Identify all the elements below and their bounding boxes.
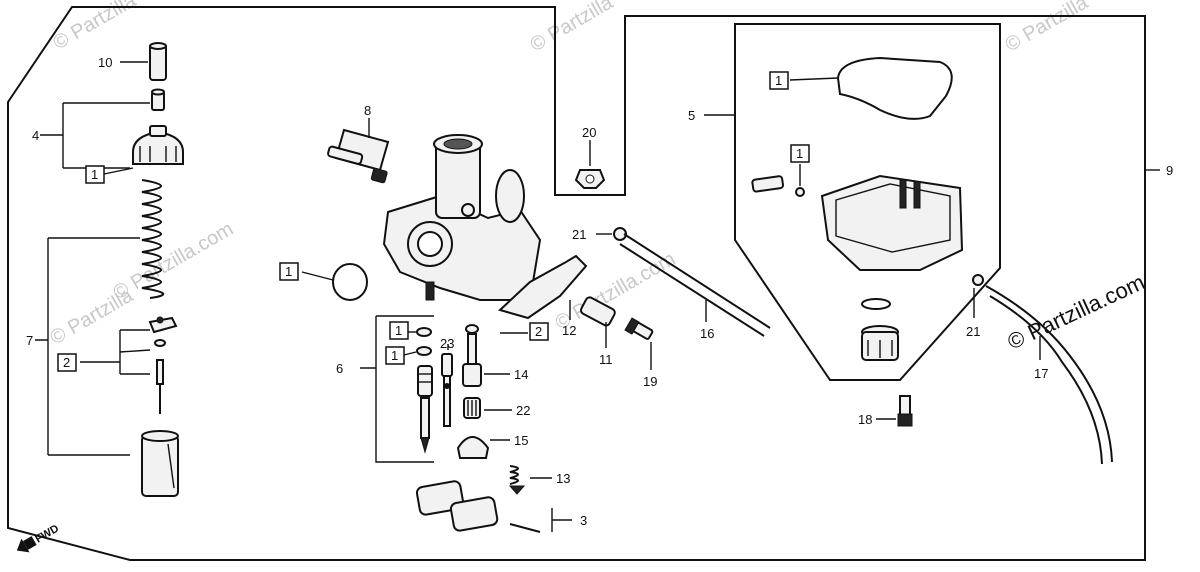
callout-22: 22 (516, 403, 530, 418)
leader-1-jet-b (403, 351, 417, 356)
leader-1-gasket (789, 77, 839, 81)
part-8-stop-screw (327, 128, 390, 184)
callout-5: 5 (688, 108, 695, 123)
callout-19: 19 (643, 374, 657, 389)
part-jet-washer-b (416, 346, 432, 356)
callout-11: 11 (599, 352, 613, 367)
boxed-2-needle (57, 353, 77, 372)
part-22-main-jet (463, 397, 481, 419)
boxed-1-insulator-label: 1 (285, 264, 292, 279)
part-float-gasket (836, 56, 953, 120)
callout-23: 23 (440, 336, 454, 351)
fwd-label: FWD (33, 523, 61, 546)
part-jet-washer-a (416, 327, 432, 337)
float-chamber-boundary (734, 23, 1001, 381)
callout-7: 7 (26, 333, 33, 348)
boxed-2-tube (529, 322, 549, 341)
carburetor-body (382, 134, 542, 301)
callout-14: 14 (514, 367, 528, 382)
watermark-top-right: © Partzilla (1002, 0, 1093, 56)
callout-6: 6 (336, 361, 343, 376)
boxed-1-insulator (279, 262, 299, 281)
part-11-joint (579, 296, 616, 327)
boxed-1-cap (85, 165, 105, 184)
part-12-cable-bracket (498, 254, 588, 320)
fwd-arrow-stem (22, 536, 37, 550)
leader-7 (35, 237, 140, 456)
callout-20: 20 (582, 125, 596, 140)
fwd-indicator: FWD (16, 523, 61, 553)
boxed-2-tube-label: 2 (535, 324, 542, 339)
part-13-spring (508, 465, 526, 495)
callout-4: 4 (32, 128, 39, 143)
boxed-1-screw (790, 144, 810, 163)
boxed-1-cap-label: 1 (91, 167, 98, 182)
boxed-1-jet-a (389, 321, 409, 340)
callout-3: 3 (580, 513, 587, 528)
boxed-1-jet-b-label: 1 (391, 348, 398, 363)
part-float-valve (417, 365, 433, 454)
watermark-left: © Partzilla (47, 284, 138, 349)
part-top-cap (132, 125, 184, 165)
fwd-arrow-icon (16, 538, 30, 553)
callout-12: 12 (562, 323, 576, 338)
boxed-1-jet-a-label: 1 (395, 323, 402, 338)
callout-16: 16 (700, 326, 714, 341)
part-15-float-pin (456, 436, 490, 459)
part-throttle-spring (141, 179, 164, 299)
part-3-floats (415, 480, 541, 533)
part-10-cap (149, 42, 167, 81)
watermark-top-center: © Partzilla (527, 0, 618, 56)
watermark-top-left: © Partzilla (50, 0, 141, 54)
part-18-bolt (897, 395, 913, 427)
part-insulator-ring (332, 263, 368, 301)
part-19-screw (624, 317, 654, 340)
leader-6 (360, 315, 434, 463)
leader-2-needle (80, 329, 151, 375)
leader-1-cap (103, 167, 134, 175)
part-drain-plug (861, 325, 899, 361)
assembly-boundary (7, 6, 1146, 561)
callout-13: 13 (556, 471, 570, 486)
part-23-pilot-screw (441, 353, 453, 427)
callout-15: 15 (514, 433, 528, 448)
part-21-clip-right (972, 274, 984, 286)
part-throttle-valve (141, 430, 179, 497)
part-16-tube (619, 233, 771, 337)
boxed-1-screw-label: 1 (796, 146, 803, 161)
leader-4 (40, 102, 150, 169)
leader-1-insulator (301, 271, 334, 281)
part-jet-needle (154, 339, 166, 414)
boxed-1-gasket (769, 71, 789, 90)
part-17-tube (985, 285, 1113, 465)
leader-3 (551, 508, 572, 532)
part-o-ring (861, 298, 891, 310)
callout-9: 9 (1166, 163, 1173, 178)
part-drain-screw (751, 175, 805, 197)
part-float-chamber (820, 174, 964, 271)
callout-21b: 21 (966, 324, 980, 339)
part-21-clip-left (613, 227, 627, 241)
boxed-1-gasket-label: 1 (775, 73, 782, 88)
callout-21a: 21 (572, 227, 586, 242)
callout-8: 8 (364, 103, 371, 118)
boxed-2-needle-label: 2 (63, 355, 70, 370)
part-4-adjuster (151, 88, 165, 111)
callout-18: 18 (858, 412, 872, 427)
boxed-1-jet-b (385, 346, 405, 365)
part-needle-jet (462, 324, 482, 387)
part-needle-clip (148, 316, 178, 334)
callout-10: 10 (98, 55, 112, 70)
callout-17: 17 (1034, 366, 1048, 381)
part-20-nut (574, 169, 606, 189)
